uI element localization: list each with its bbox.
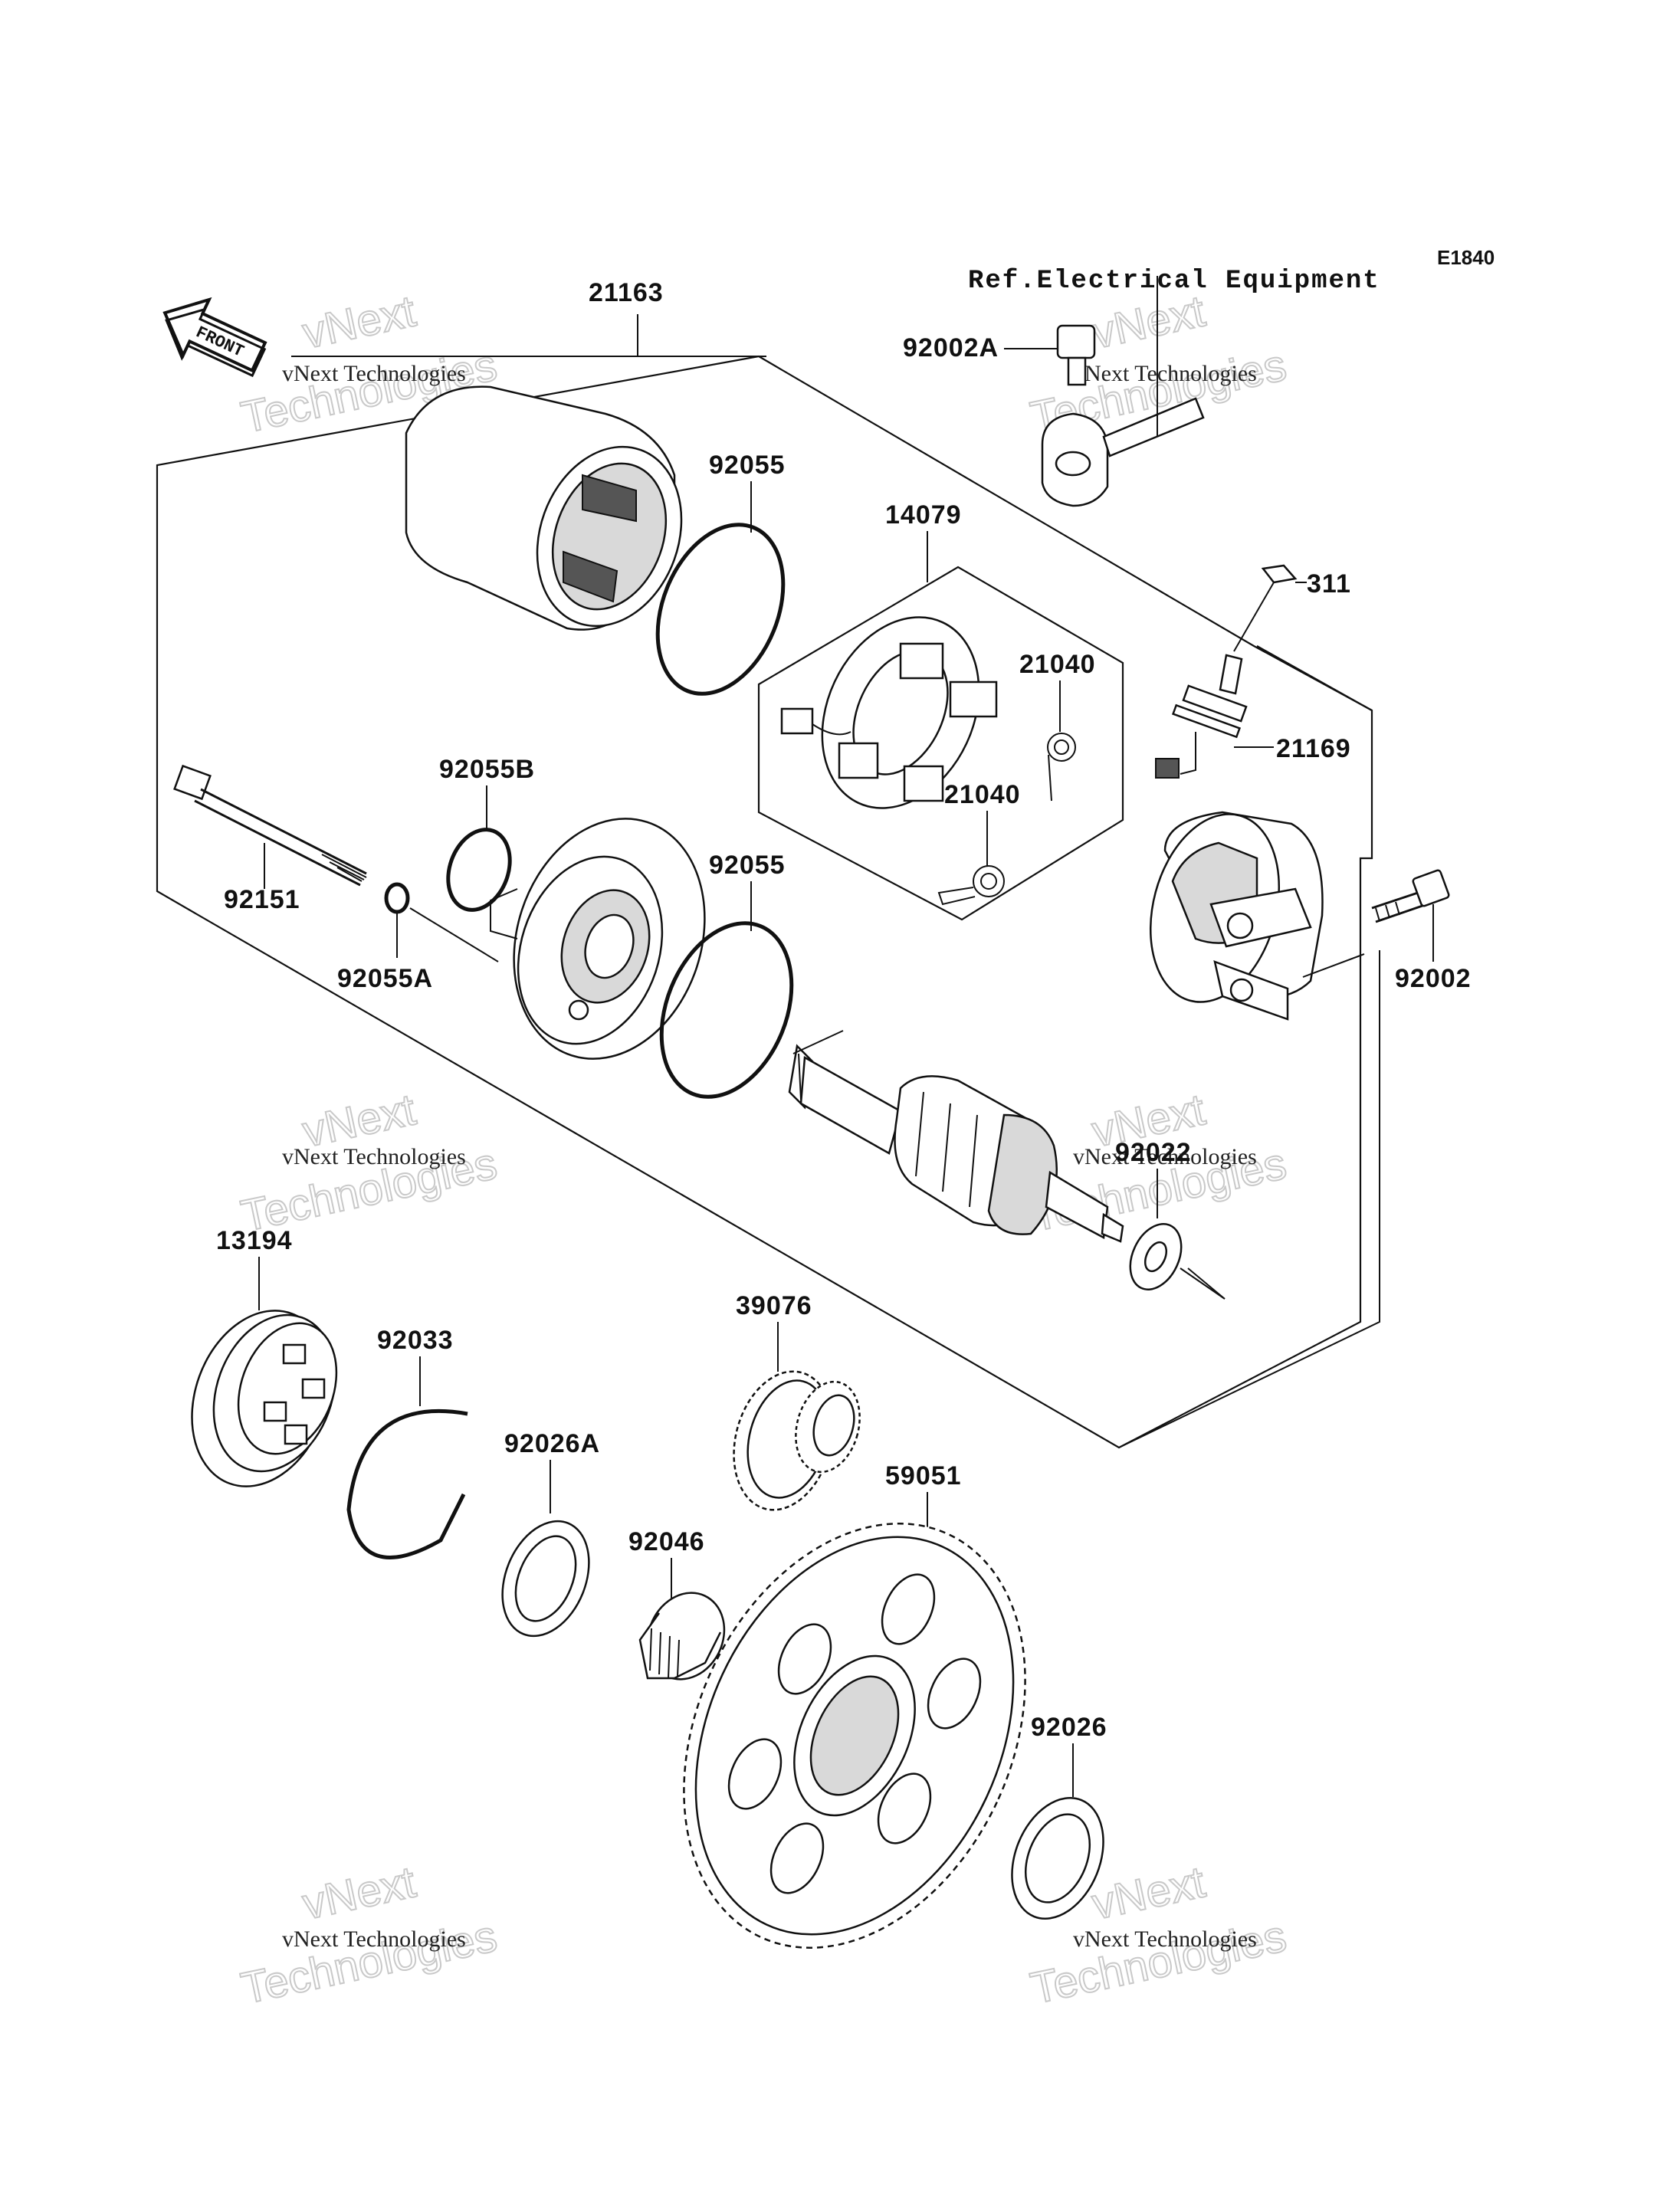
svg-text:92002A: 92002A xyxy=(903,333,999,362)
diagram-code: E1840 xyxy=(1437,246,1495,269)
svg-text:92033: 92033 xyxy=(377,1326,454,1355)
terminal-lead xyxy=(1041,276,1205,507)
svg-text:311: 311 xyxy=(1307,569,1351,598)
svg-text:vNext Technologies: vNext Technologies xyxy=(282,1926,466,1952)
callout-92055-mid: 92055 xyxy=(709,851,786,931)
watermark-mid-left: vNext Technologies vNext Technologies xyxy=(236,1084,502,1241)
svg-text:vNext Technologies: vNext Technologies xyxy=(282,1144,466,1169)
svg-text:vNext Technologies: vNext Technologies xyxy=(1073,361,1257,386)
o-ring-92055-mid xyxy=(659,921,794,1099)
terminal-bolt-21169 xyxy=(1155,654,1248,779)
idle-gear-39076 xyxy=(733,1370,861,1511)
through-bolt-92151 xyxy=(173,764,367,887)
callout-92151: 92151 xyxy=(224,843,300,914)
callout-92055B: 92055B xyxy=(439,755,535,831)
svg-text:21169: 21169 xyxy=(1276,734,1351,763)
callout-39076: 39076 xyxy=(736,1291,812,1372)
svg-text:92055: 92055 xyxy=(709,851,786,880)
callout-92033: 92033 xyxy=(377,1326,454,1406)
callout-92046: 92046 xyxy=(628,1527,705,1609)
callout-311: 311 xyxy=(1295,569,1351,598)
armature xyxy=(788,1044,1124,1243)
svg-text:21040: 21040 xyxy=(944,780,1021,809)
callout-92026: 92026 xyxy=(1031,1713,1107,1797)
o-ring-92055-top xyxy=(655,523,786,696)
screw-92002A xyxy=(1056,324,1096,386)
callout-21040-a: 21040 xyxy=(1019,650,1096,732)
svg-text:vNext Technologies: vNext Technologies xyxy=(1073,1926,1257,1952)
callout-21163: 21163 xyxy=(589,278,664,307)
starter-gear-59051 xyxy=(683,1523,1026,1949)
watermark-bottom-left: vNext Technologies vNext Technologies xyxy=(236,1856,502,2014)
washer-92022 xyxy=(1129,1223,1226,1300)
svg-text:92055A: 92055A xyxy=(337,964,433,993)
svg-text:vNext Technologies: vNext Technologies xyxy=(1073,1144,1257,1169)
callout-92026A: 92026A xyxy=(504,1429,600,1513)
svg-text:vNext: vNext xyxy=(298,1857,420,1929)
svg-text:92026A: 92026A xyxy=(504,1429,600,1458)
callout-92055-top: 92055 xyxy=(709,451,786,533)
callout-14079: 14079 xyxy=(885,500,962,582)
o-ring-92055B xyxy=(446,828,512,912)
washer-92026 xyxy=(1011,1796,1104,1920)
svg-text:39076: 39076 xyxy=(736,1291,812,1320)
front-arrow-icon: FRONT xyxy=(162,297,267,378)
svg-text:92055B: 92055B xyxy=(439,755,535,784)
callout-13194: 13194 xyxy=(216,1226,293,1310)
svg-text:vNext Technologies: vNext Technologies xyxy=(282,361,466,386)
svg-text:21040: 21040 xyxy=(1019,650,1096,679)
callout-92002: 92002 xyxy=(1395,904,1472,993)
washer-92026A xyxy=(501,1520,590,1638)
callout-21169: 21169 xyxy=(1234,734,1351,763)
svg-text:21163: 21163 xyxy=(589,278,664,307)
starter-clutch-13194 xyxy=(191,1310,338,1487)
svg-text:vNext: vNext xyxy=(1088,1857,1209,1929)
circlip-92033 xyxy=(346,1409,468,1559)
callout-92055A: 92055A xyxy=(337,913,433,993)
bolt-92002 xyxy=(1302,869,1450,978)
front-cover xyxy=(490,818,706,1060)
brush-holder-14079 xyxy=(780,616,998,809)
brush-holder-box xyxy=(757,566,1124,921)
nut-311 xyxy=(1233,564,1298,652)
svg-text:92151: 92151 xyxy=(224,885,300,914)
needle-bearing-92046 xyxy=(638,1592,726,1681)
brush-spring-21040-a xyxy=(1047,733,1076,802)
callout-92022: 92022 xyxy=(1115,1138,1192,1218)
svg-text:92055: 92055 xyxy=(709,451,786,480)
rear-cover xyxy=(1149,811,1324,1021)
o-ring-92055A xyxy=(384,882,410,914)
callout-21040-b: 21040 xyxy=(944,780,1021,866)
callout-59051: 59051 xyxy=(885,1461,962,1544)
svg-text:vNext: vNext xyxy=(298,286,420,358)
starter-yoke xyxy=(405,385,683,631)
svg-text:13194: 13194 xyxy=(216,1226,293,1255)
callout-92002A: 92002A xyxy=(903,333,1058,362)
svg-text:59051: 59051 xyxy=(885,1461,962,1490)
svg-text:92022: 92022 xyxy=(1115,1138,1192,1167)
svg-text:92002: 92002 xyxy=(1395,964,1472,993)
brush-spring-21040-b xyxy=(937,865,1005,906)
reference-note: Ref.Electrical Equipment xyxy=(968,267,1380,296)
svg-text:92046: 92046 xyxy=(628,1527,705,1556)
svg-text:vNext: vNext xyxy=(1088,286,1209,358)
svg-text:92026: 92026 xyxy=(1031,1713,1107,1742)
svg-text:14079: 14079 xyxy=(885,500,962,530)
